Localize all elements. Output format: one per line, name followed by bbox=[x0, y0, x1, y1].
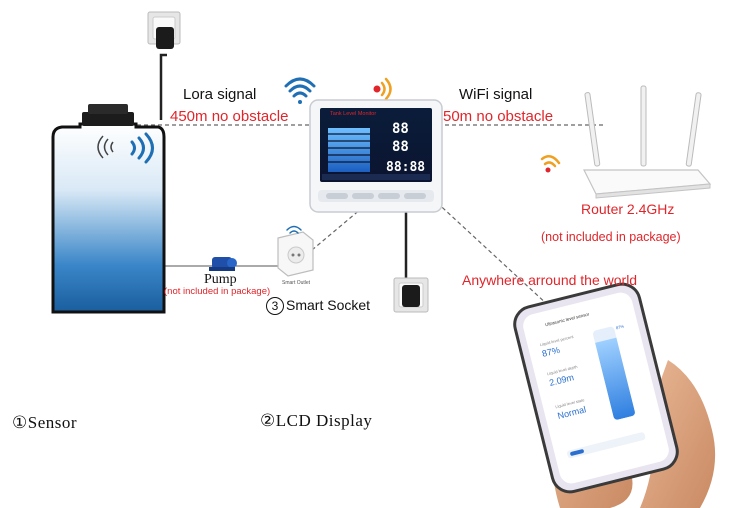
router-wifi-icon bbox=[540, 155, 561, 173]
smart-socket-name: Smart Socket bbox=[286, 297, 371, 313]
wifi-signal-range: 50m no obstacle bbox=[443, 108, 554, 125]
wall-outlet-top-icon bbox=[147, 11, 181, 49]
ultrasonic-wave-icon bbox=[97, 135, 114, 159]
remote-link-line bbox=[431, 197, 563, 319]
router-name: Router 2.4GHz bbox=[581, 201, 675, 217]
lcd-broadcast-icon bbox=[373, 77, 392, 101]
pump-note: (not included in package) bbox=[164, 286, 271, 297]
pump-icon bbox=[209, 257, 237, 271]
phone-level-value: 87% bbox=[540, 344, 561, 359]
router-device bbox=[583, 85, 712, 199]
sensor-power-cable bbox=[159, 53, 167, 120]
wall-outlet-bottom-icon bbox=[393, 277, 429, 313]
wifi-signal-title: WiFi signal bbox=[459, 86, 533, 103]
phone-active-tab[interactable] bbox=[569, 448, 585, 457]
smart-socket-number: 3 bbox=[266, 297, 284, 315]
lcd-display-unit bbox=[309, 99, 443, 213]
sensor-head bbox=[82, 112, 134, 126]
smart-socket-device bbox=[277, 231, 314, 277]
caption-sensor: ①Sensor bbox=[12, 413, 78, 432]
router-note: (not included in package) bbox=[541, 230, 681, 244]
lcd-reading-2: 88 bbox=[392, 139, 409, 155]
phone-level-bar bbox=[592, 325, 636, 421]
socket-wifi-icon bbox=[286, 225, 302, 234]
smart-socket-tag: Smart Outlet bbox=[282, 280, 311, 286]
socket-link-line bbox=[311, 207, 363, 251]
caption-lcd-display: ②LCD Display bbox=[260, 411, 373, 430]
lcd-reading-3: 88:88 bbox=[386, 160, 426, 175]
phone-bar-percent: 87% bbox=[615, 323, 625, 331]
lora-signal-icon bbox=[284, 77, 316, 104]
lora-signal-title: Lora signal bbox=[183, 86, 257, 103]
phone-tab-bar[interactable] bbox=[566, 431, 646, 459]
remote-access-text: Anywhere arround the world bbox=[462, 272, 638, 288]
lcd-reading-1: 88 bbox=[392, 121, 409, 137]
pump-name: Pump bbox=[204, 272, 237, 287]
lora-signal-range: 450m no obstacle bbox=[170, 108, 289, 125]
phone-level-bar-fill bbox=[595, 337, 636, 421]
lcd-screen-title: Tank Level Monitor bbox=[330, 111, 377, 117]
sensor-tank bbox=[51, 104, 166, 314]
lcd-water-graphic bbox=[328, 128, 370, 172]
sensor-wifi-icon bbox=[130, 132, 154, 164]
